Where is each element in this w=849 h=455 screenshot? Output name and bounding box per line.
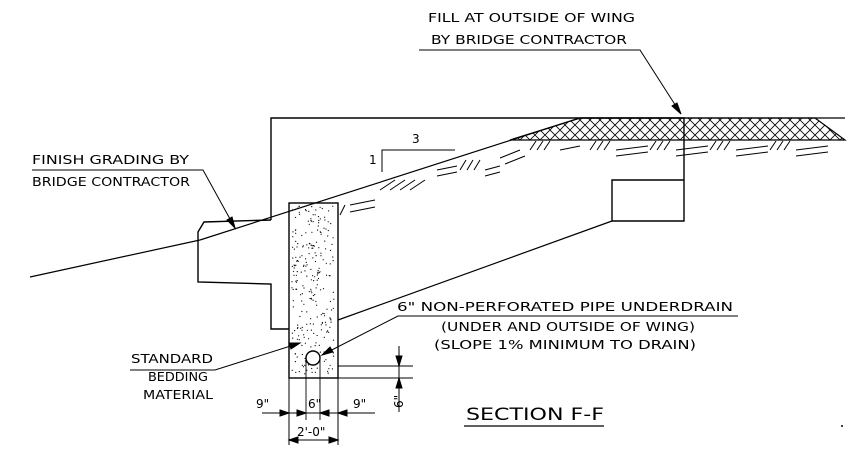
wing-wall-base-outline [197,219,289,330]
pipe-cover-dimension [338,346,413,412]
wing-wall-outline [270,117,685,222]
bedding-leader [130,342,302,371]
dim-trench-width: 2'-0" [297,425,325,439]
ground-line [29,239,201,278]
finish-grading-line1: FINISH GRADING BY [32,152,189,167]
fill-label-line2: BY BRIDGE CONTRACTOR [431,32,627,47]
earth-hatch [339,140,829,216]
dim-right-offset: 9" [353,397,366,411]
bedding-label-line2: BEDDING [148,369,208,384]
slope-indicator [381,149,455,172]
bedding-label-line3: MATERIAL [143,387,213,402]
bedding-trench [288,202,339,379]
dim-left-offset: 9" [256,397,269,411]
fill-leader [419,49,682,115]
pipe-underdrain [305,350,321,366]
pipe-leader [320,315,738,356]
slope-rise: 1 [369,153,377,167]
pipe-cover-value: 6" [392,395,406,408]
pipe-label-line3: (SLOPE 1% MINIMUM TO DRAIN) [434,337,696,352]
finish-grading-leader [32,169,236,230]
fill-crosshatch [509,117,847,141]
bedding-label-line1: STANDARD [131,351,213,366]
horizontal-dimensions [262,378,375,445]
pipe-label-line1: 6" NON-PERFORATED PIPE UNDERDRAIN [397,299,733,314]
fill-label-line1: FILL AT OUTSIDE OF WING [428,10,635,25]
section-title: SECTION F-F [466,405,604,425]
finish-grading-line2: BRIDGE CONTRACTOR [32,174,190,189]
stray-dot [841,425,843,427]
pipe-label-line2: (UNDER AND OUTSIDE OF WING) [441,319,695,334]
dim-pipe-width: 6" [308,397,321,411]
drain-slope-line [337,220,613,321]
slope-run: 3 [412,132,420,146]
